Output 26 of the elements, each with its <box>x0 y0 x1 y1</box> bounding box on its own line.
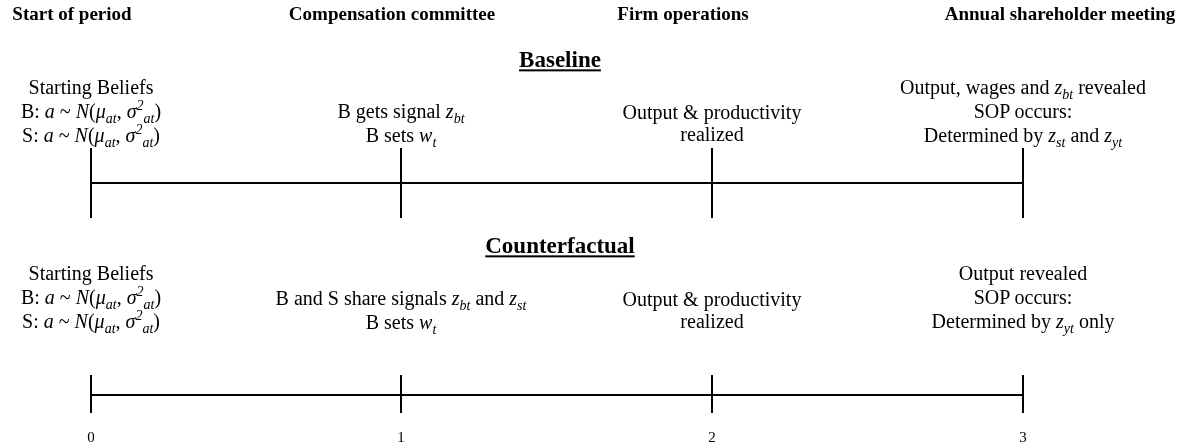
belief-formula: S: a ~ N(μ$_{at}$, σ$^{2}$$_{at}$) <box>22 310 160 332</box>
event-text: B gets signal z$_{bt}$ <box>337 100 465 122</box>
tick-label: 3 <box>1019 428 1027 446</box>
event-text: SOP occurs: <box>973 286 1073 308</box>
section-title: Counterfactual <box>485 233 635 259</box>
belief-formula: B: a ~ N(μ$_{at}$, σ$^{2}$$_{at}$) <box>20 100 162 122</box>
header-text: Start of period <box>12 3 132 25</box>
event-text: Starting Beliefs <box>28 76 154 98</box>
event-text: B sets w$_{t}$ <box>365 311 437 333</box>
header-text: Firm operations <box>617 3 749 25</box>
event-text: B and S share signals z$_{bt}$ and z$_{st}$ <box>275 287 527 309</box>
section-title: Baseline <box>519 47 601 73</box>
tick-label: 2 <box>708 428 716 446</box>
event-text: Output, wages and z$_{bt}$ revealed <box>900 76 1146 98</box>
tick-label: 1 <box>397 428 405 446</box>
event-text: Output & productivity realized <box>621 288 803 332</box>
event-text: Starting Beliefs <box>28 262 154 284</box>
event-text: B sets w$_{t}$ <box>365 124 437 146</box>
belief-formula: B: a ~ N(μ$_{at}$, σ$^{2}$$_{at}$) <box>20 286 162 308</box>
event-text: SOP occurs: <box>973 100 1073 122</box>
event-text: Output & productivity realized <box>621 101 803 145</box>
belief-formula: S: a ~ N(μ$_{at}$, σ$^{2}$$_{at}$) <box>22 124 160 146</box>
header-text: Annual shareholder meeting <box>944 3 1176 25</box>
event-text: Output revealed <box>958 262 1088 284</box>
tick-label: 0 <box>87 428 95 446</box>
header-text: Compensation committee <box>288 3 496 25</box>
